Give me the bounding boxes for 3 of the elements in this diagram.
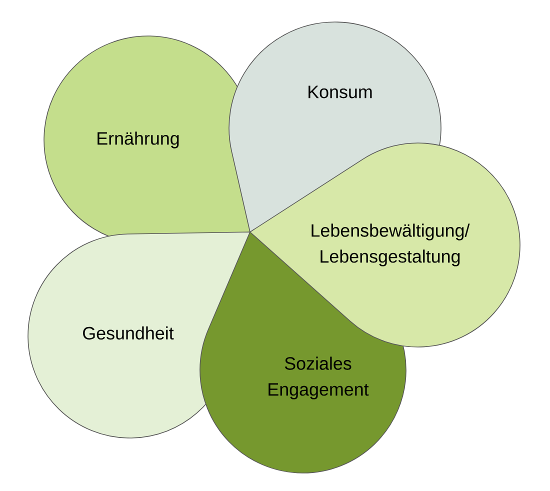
petal: Lebensbewältigung/ Lebensgestaltung [250,142,520,348]
petal: Gesundheit [28,232,250,438]
petal: Ernährung [44,36,252,244]
